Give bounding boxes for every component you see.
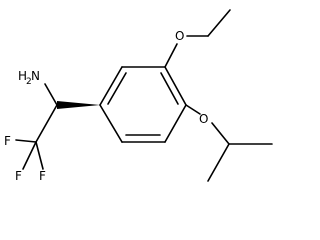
fluorine-bottom-left-label: F	[15, 169, 22, 183]
ring-bond-1	[99, 66, 123, 106]
isopropoxy-o-bond	[185, 104, 201, 115]
ring-bond-3	[164, 66, 187, 106]
ethoxy-o-bond	[164, 43, 178, 68]
amine-bond	[44, 83, 58, 106]
cf-bond-bottom-right	[35, 141, 44, 170]
amine-label-n: N	[31, 69, 40, 83]
oxygen-ethoxy-label: O	[175, 29, 184, 43]
isopropoxy-ch-bond	[211, 122, 230, 145]
ring-inner-bond-1	[107, 72, 127, 105]
cf-bond-bottom-left	[22, 141, 37, 170]
cf-bond-left	[15, 139, 37, 143]
stereo-wedge-bond	[57, 101, 100, 109]
oxygen-isopropoxy-label: O	[199, 112, 208, 126]
fluorine-left-label: F	[4, 134, 11, 148]
amine-label-subscript: 2	[26, 77, 32, 87]
fluorine-bottom-right-label: F	[39, 169, 46, 183]
ethoxy-ch3-bond	[207, 9, 231, 37]
cf3-carbon-bond	[35, 104, 58, 143]
ring-bond-6	[99, 104, 123, 143]
chemical-structure: N H 2 O O F F F	[4, 9, 273, 183]
ring-inner-bond-2	[160, 72, 179, 105]
ring-bond-4	[164, 104, 187, 143]
isopropoxy-ch3-bottom	[207, 143, 230, 182]
amine-label-h: H	[18, 69, 27, 83]
